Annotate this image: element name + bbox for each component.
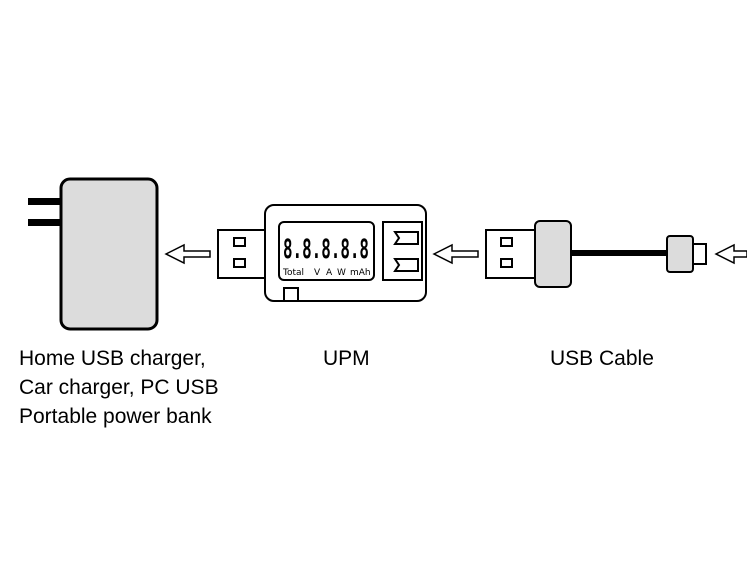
port-spring-bottom bbox=[393, 258, 419, 272]
charger-prong-top bbox=[28, 198, 62, 205]
upm-button bbox=[283, 287, 299, 302]
plug-contact-bottom bbox=[233, 258, 246, 268]
upm-label-w: W bbox=[337, 268, 346, 278]
upm-caption: UPM bbox=[323, 347, 370, 370]
port-spring-top bbox=[393, 231, 419, 245]
upm-label-total: Total bbox=[282, 268, 304, 278]
charger-prong-bottom bbox=[28, 219, 62, 226]
charger-caption-line-1: Home USB charger, bbox=[19, 347, 206, 370]
upm-lcd-screen bbox=[278, 221, 375, 281]
charger-caption-line-3: Portable power bank bbox=[19, 405, 212, 428]
cable-micro-tip bbox=[692, 243, 707, 265]
upm-usb-plug bbox=[217, 229, 267, 279]
arrow-left-3 bbox=[714, 243, 747, 265]
cable-plug-contact-top bbox=[500, 237, 513, 247]
upm-device: 8.8.8.8.8 Total V A W mAh bbox=[264, 204, 427, 302]
plug-contact-top bbox=[233, 237, 246, 247]
charger-body bbox=[59, 177, 159, 331]
wall-charger bbox=[28, 177, 159, 331]
upm-lcd-digits: 8.8.8.8.8 bbox=[283, 234, 369, 265]
arrow-left-2 bbox=[432, 243, 479, 265]
charger-caption: Home USB charger, Car charger, PC USB Po… bbox=[19, 344, 219, 431]
upm-label-a: A bbox=[326, 268, 333, 278]
charger-caption-line-2: Car charger, PC USB bbox=[19, 376, 219, 399]
arrow-left-1 bbox=[164, 243, 211, 265]
cable-micro-housing bbox=[666, 235, 694, 273]
cable-caption: USB Cable bbox=[550, 347, 654, 370]
cable-wire bbox=[571, 250, 667, 256]
cable-plug-housing bbox=[534, 220, 572, 288]
usb-cable bbox=[485, 220, 707, 288]
upm-label-v: V bbox=[314, 268, 321, 278]
cable-plug-contact-bottom bbox=[500, 258, 513, 268]
upm-label-mah: mAh bbox=[350, 268, 371, 278]
